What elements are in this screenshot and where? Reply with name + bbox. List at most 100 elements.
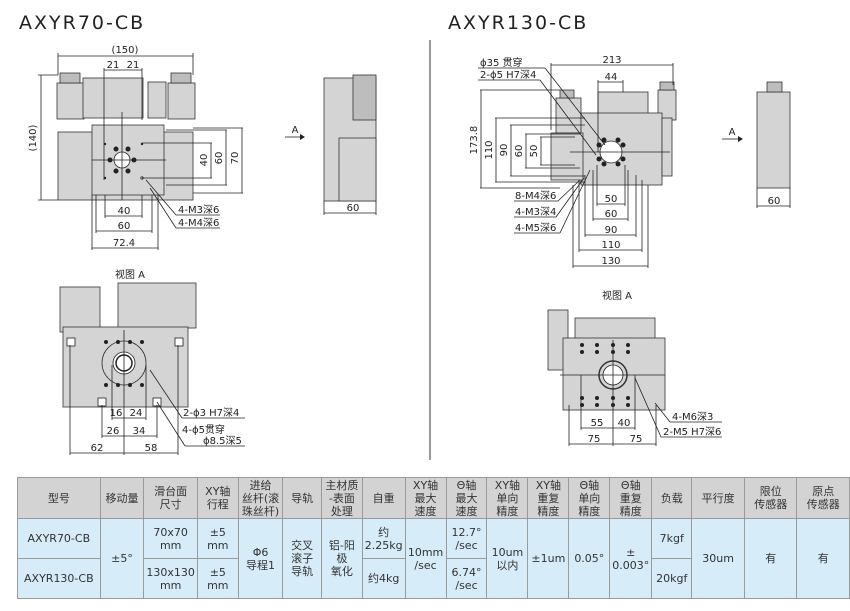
axyr130-view-a: 视图 A 55 40 75 75 4-M6深3 2-M5 H7深6 xyxy=(547,289,722,446)
dim-h50: 50 xyxy=(529,145,540,158)
header-xy-max-speed: XY轴 最大 速度 xyxy=(404,477,447,519)
header-theta-max-speed: Θ轴 最大 速度 xyxy=(445,477,488,519)
table-row: AXYR70-CB ±5° 70x70 mm ±5 mm Φ6 导程1 交叉 滚… xyxy=(17,518,850,599)
cell-theta-max-speed: 12.7° /sec xyxy=(445,518,488,559)
cell-theta-uni-accuracy: 0.05° xyxy=(568,518,611,599)
header-origin-sensor: 原点 传感器 xyxy=(796,477,850,519)
callout-m5-b: 4-M5深6 xyxy=(515,222,556,234)
cell-load: 7kgf xyxy=(651,518,693,559)
dim-213: 213 xyxy=(602,55,621,66)
dim-21b: 21 xyxy=(127,60,140,71)
cell-parallelism: 30um xyxy=(691,518,745,599)
cell-material: 铝-阳极 氧化 xyxy=(321,518,363,599)
cell-limit-sensor: 有 xyxy=(743,518,798,599)
dim-v60: 60 xyxy=(214,152,225,165)
dim-h110: 110 xyxy=(484,140,495,159)
view-arrow-a-130: A xyxy=(729,127,736,138)
dim-26: 26 xyxy=(107,426,120,437)
cell-weight: 约4kg xyxy=(361,558,406,599)
axyr70-top-view: (150) 21 21 (140) 40 60 70 40 60 72.4 4-… xyxy=(28,45,243,250)
motor-cap-left xyxy=(59,72,81,84)
callout-phi5-h7: 2-ϕ5 H7深4 xyxy=(480,69,536,81)
drive-block xyxy=(82,77,144,119)
section-divider xyxy=(429,40,431,460)
cell-feed-screw: Φ6 导程1 xyxy=(237,518,284,599)
cell-load: 20kgf xyxy=(651,558,693,599)
dim-16: 16 xyxy=(110,408,123,419)
dim-40-130: 40 xyxy=(618,418,631,429)
dim-62: 62 xyxy=(91,443,104,454)
dim-150: (150) xyxy=(112,45,139,56)
cell-origin-sensor: 有 xyxy=(796,518,850,599)
dim-21a: 21 xyxy=(107,60,120,71)
callout-m3: 4-M3深6 xyxy=(178,204,219,216)
callout-m3-b: 4-M3深4 xyxy=(515,206,556,218)
axyr130-top-view: 213 44 ϕ35 贯穿 2-ϕ5 H7深4 173.8 110 90 60 … xyxy=(469,55,677,268)
dim-173-8: 173.8 xyxy=(469,126,480,155)
callout-m6: 4-M6深3 xyxy=(672,411,713,423)
cell-theta-repeat: ± 0.003° xyxy=(609,518,653,599)
header-travel: 移动量 xyxy=(99,477,145,519)
dim-75a: 75 xyxy=(588,434,601,445)
cell-travel: ±5° xyxy=(99,518,145,599)
dim-55: 55 xyxy=(591,418,604,429)
view-a-label-130: 视图 A xyxy=(602,289,632,302)
dim-h60: 60 xyxy=(118,221,131,232)
callout-phi8-5: ϕ8.5深5 xyxy=(203,435,242,447)
table-row: AXYR130-CB 130x130 mm ±5 mm 约4kg 6.74° /… xyxy=(17,558,850,599)
axyr130-side-view: 60 A xyxy=(722,81,791,208)
axyr70-view-a: 视图 A 16 24 26 34 62 58 2-ϕ3 H7深4 4-ϕ5贯穿 … xyxy=(59,268,245,455)
cell-xy-stroke: ±5 mm xyxy=(196,518,239,559)
callout-phi5: 4-ϕ5贯穿 xyxy=(182,423,225,436)
dim-h40: 40 xyxy=(118,206,131,217)
dim-b50: 50 xyxy=(605,194,618,205)
dim-34: 34 xyxy=(133,426,146,437)
callout-phi3: 2-ϕ3 H7深4 xyxy=(183,407,239,419)
cell-table-size: 130x130 mm xyxy=(143,558,198,599)
cell-theta-max-speed: 6.74° /sec xyxy=(445,558,488,599)
callout-phi35: ϕ35 贯穿 xyxy=(480,56,523,69)
cell-guide: 交叉 滚子 导轨 xyxy=(282,518,323,599)
cell-xy-stroke: ±5 mm xyxy=(196,558,239,599)
header-theta-repeat: Θ轴 重复 精度 xyxy=(609,477,653,519)
cell-xy-max-speed: 10mm /sec xyxy=(404,518,447,599)
spec-header-row: 型号 移动量 滑台面 尺寸 XY轴 行程 进给 丝杆(滚 珠丝杆) 导轨 主材质… xyxy=(17,477,850,519)
side-body-130 xyxy=(756,91,791,189)
dim-h72-4: 72.4 xyxy=(113,238,135,249)
spec-table: 型号 移动量 滑台面 尺寸 XY轴 行程 进给 丝杆(滚 珠丝杆) 导轨 主材质… xyxy=(17,477,850,599)
header-weight: 自重 xyxy=(361,477,406,519)
model-title-axyr130: AXYR130-CB xyxy=(448,12,589,34)
dim-58: 58 xyxy=(145,443,158,454)
dim-140: (140) xyxy=(28,124,39,151)
dim-24: 24 xyxy=(130,408,143,419)
view-arrow-a: A xyxy=(292,125,299,136)
header-material: 主材质 -表面 处理 xyxy=(321,477,363,519)
dim-h90: 90 xyxy=(499,144,510,157)
dim-b110: 110 xyxy=(601,240,620,251)
dim-b90: 90 xyxy=(605,225,618,236)
technical-drawings: (150) 21 21 (140) 40 60 70 40 60 72.4 4-… xyxy=(28,45,791,455)
cell-model: AXYR130-CB xyxy=(17,558,101,599)
header-load: 负载 xyxy=(651,477,693,519)
callout-m5-h7: 2-M5 H7深6 xyxy=(663,426,721,438)
header-parallelism: 平行度 xyxy=(691,477,745,519)
motor-right xyxy=(167,82,196,120)
header-xy-stroke: XY轴 行程 xyxy=(196,477,239,519)
dim-75b: 75 xyxy=(630,434,643,445)
cell-weight: 约 2.25kg xyxy=(361,518,406,559)
axyr70-side-view: 60 A xyxy=(285,74,377,215)
dim-h60: 60 xyxy=(514,145,525,158)
callout-m4-b: 8-M4深6 xyxy=(515,190,556,202)
header-xy-uni-accuracy: XY轴 单向 精度 xyxy=(486,477,529,519)
dim-44: 44 xyxy=(605,72,618,83)
model-title-axyr70: AXYR70-CB xyxy=(19,12,146,34)
header-feed-screw: 进给 丝杆(滚 珠丝杆) xyxy=(237,477,284,519)
motor-left xyxy=(56,82,85,120)
side-dim-60: 60 xyxy=(347,203,360,214)
header-limit-sensor: 限位 传感器 xyxy=(743,477,798,519)
side-dim-60-130: 60 xyxy=(768,196,781,207)
header-theta-uni-accuracy: Θ轴 单向 精度 xyxy=(568,477,611,519)
header-xy-repeat: XY轴 重复 精度 xyxy=(527,477,570,519)
callout-m4: 4-M4深6 xyxy=(178,217,219,229)
drive-block-right xyxy=(147,81,167,119)
